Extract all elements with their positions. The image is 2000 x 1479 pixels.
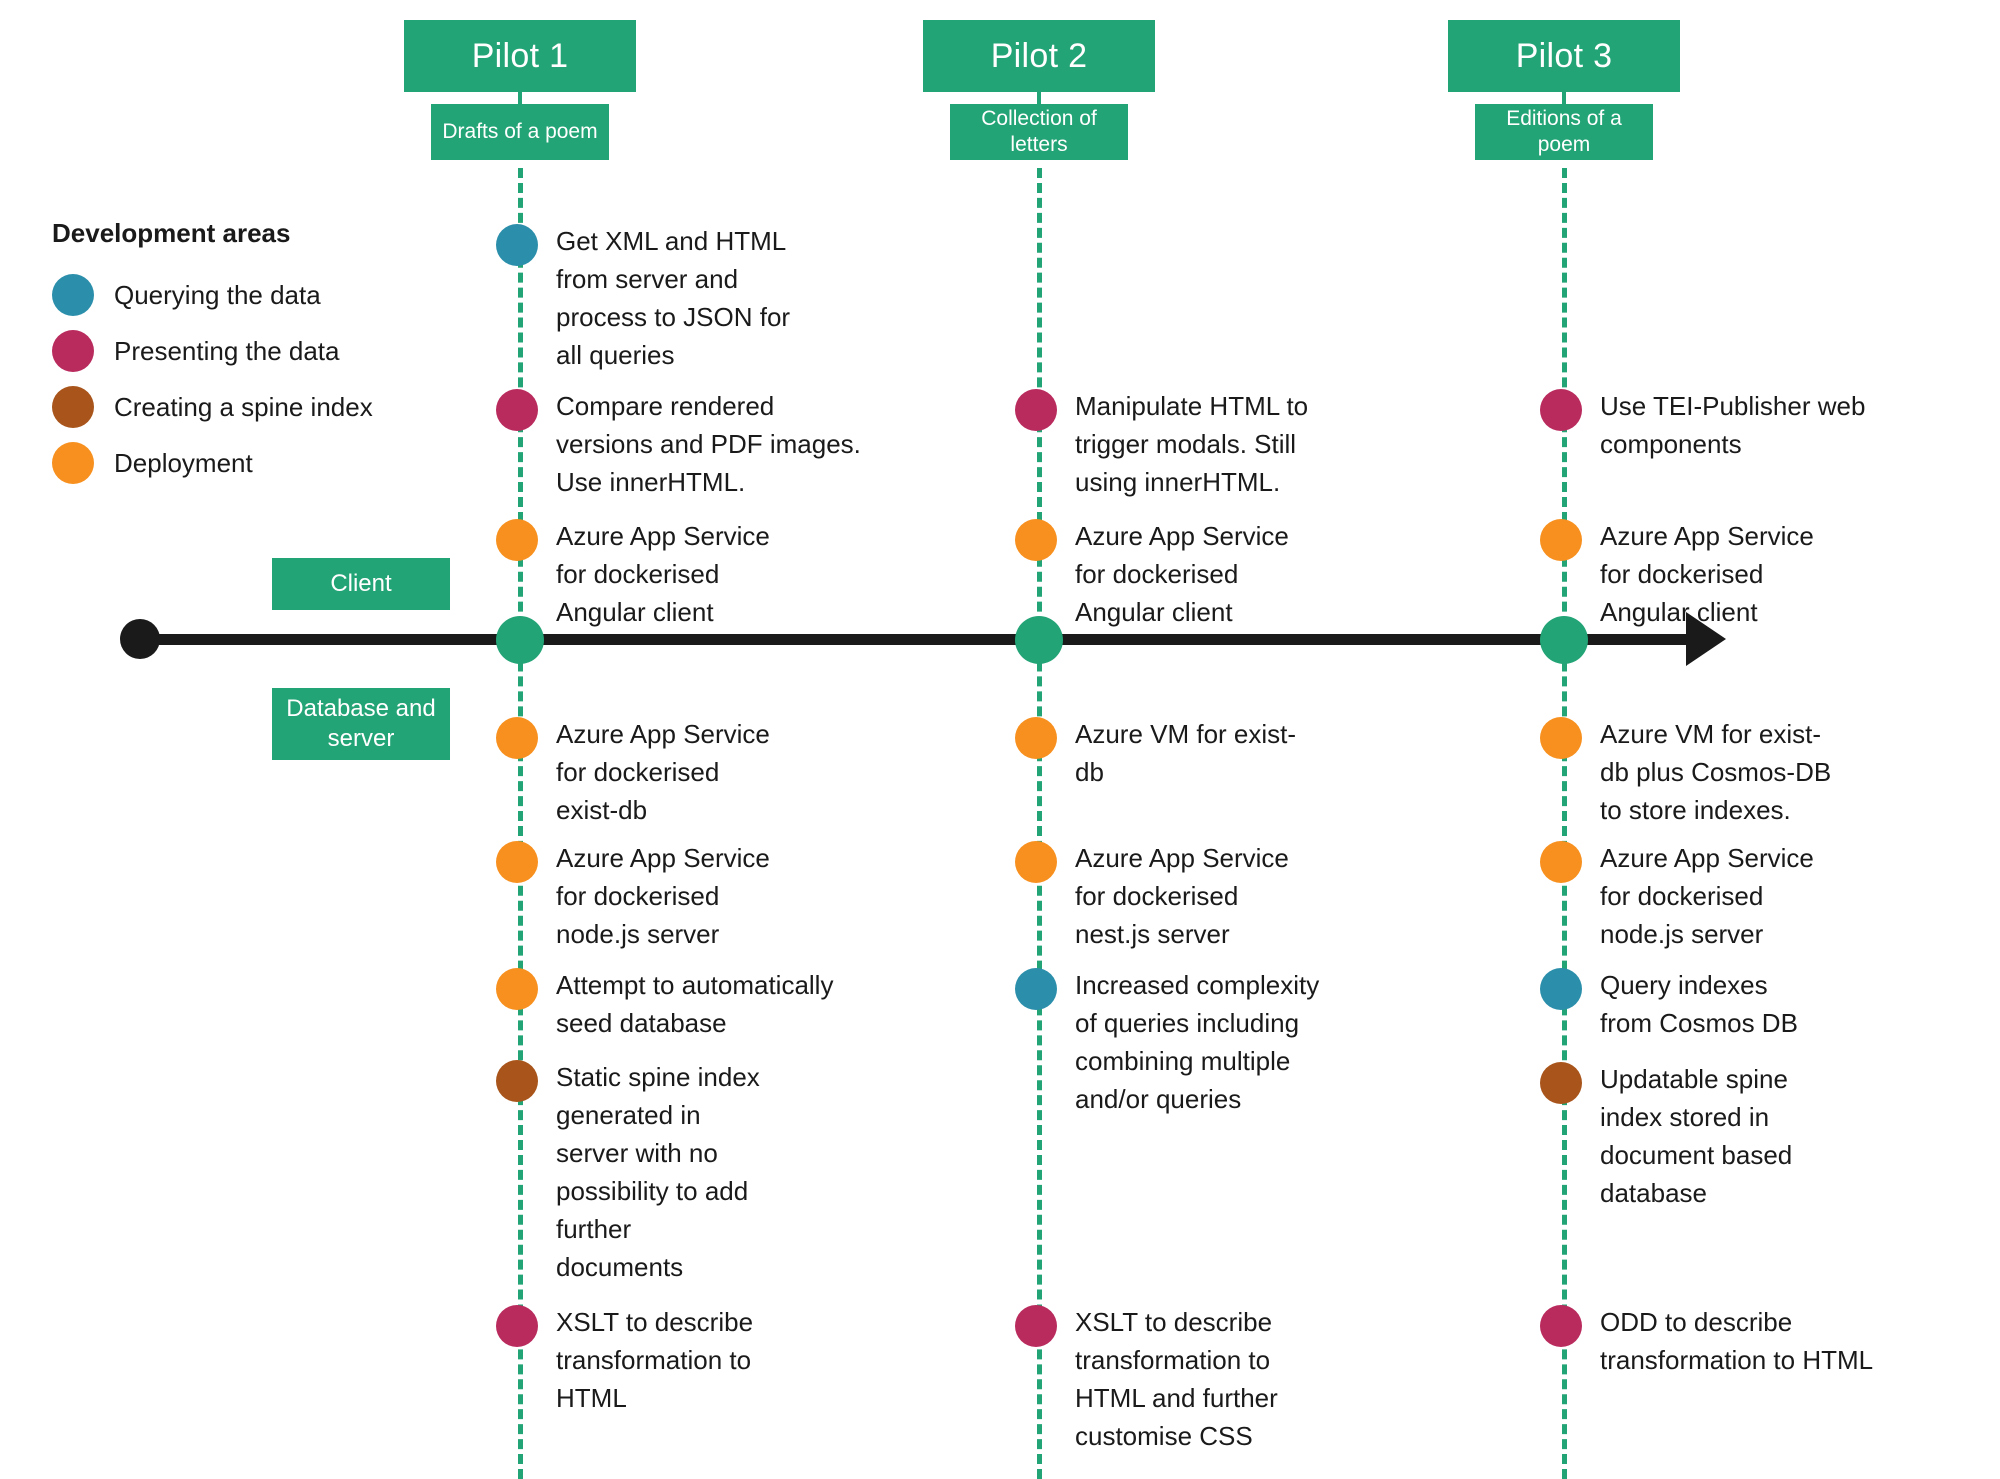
- pilot-2-subtitle: Collection of letters: [950, 104, 1128, 160]
- event-text: Azure App Service for dockerised Angular…: [1075, 521, 1289, 627]
- event-dot-deployment-icon: [496, 841, 538, 883]
- timeline-node-pilot-2: [1015, 616, 1063, 664]
- event-dot-deployment-icon: [1015, 717, 1057, 759]
- event-p1-below-5: XSLT to describe transformation to HTML: [496, 1303, 826, 1417]
- legend-item-deployment: Deployment: [52, 435, 472, 491]
- event-p2-below-1: Azure VM for exist- db: [1015, 715, 1345, 791]
- event-p1-below-3: Attempt to automatically seed database: [496, 966, 866, 1042]
- event-p2-above-1: Manipulate HTML to trigger modals. Still…: [1015, 387, 1345, 501]
- event-p1-above-1: Get XML and HTML from server and process…: [496, 222, 826, 374]
- event-text: Static spine index generated in server w…: [556, 1062, 760, 1282]
- event-p2-above-2: Azure App Service for dockerised Angular…: [1015, 517, 1345, 631]
- event-dot-deployment-icon: [496, 519, 538, 561]
- legend-label-spine-index: Creating a spine index: [114, 391, 373, 422]
- legend-item-querying: Querying the data: [52, 267, 472, 323]
- event-text: Use TEI-Publisher web components: [1600, 391, 1866, 459]
- legend-label-deployment: Deployment: [114, 447, 253, 478]
- pilot-2-title: Pilot 2: [923, 20, 1155, 92]
- event-dot-deployment-icon: [1540, 841, 1582, 883]
- event-text: Azure App Service for dockerised nest.js…: [1075, 843, 1289, 949]
- event-dot-spine-index-icon: [1540, 1062, 1582, 1104]
- event-p2-below-2: Azure App Service for dockerised nest.js…: [1015, 839, 1345, 953]
- event-dot-deployment-icon: [1015, 519, 1057, 561]
- event-p3-below-5: ODD to describe transformation to HTML: [1540, 1303, 1880, 1379]
- legend-label-presenting: Presenting the data: [114, 335, 340, 366]
- event-dot-querying-icon: [496, 224, 538, 266]
- event-dot-querying-icon: [1540, 968, 1582, 1010]
- event-text: Azure VM for exist- db plus Cosmos-DB to…: [1600, 719, 1832, 825]
- timeline-arrow-icon: [1686, 612, 1726, 666]
- pilot-2-dashed-line: [1037, 168, 1042, 1479]
- event-dot-deployment-icon: [496, 717, 538, 759]
- event-text: ODD to describe transformation to HTML: [1600, 1307, 1874, 1375]
- event-dot-deployment-icon: [496, 968, 538, 1010]
- event-dot-presenting-icon: [1540, 1305, 1582, 1347]
- side-label-client: Client: [272, 558, 450, 610]
- legend-dot-spine-index-icon: [52, 386, 94, 428]
- event-p3-above-1: Use TEI-Publisher web components: [1540, 387, 1880, 463]
- legend-item-spine-index: Creating a spine index: [52, 379, 472, 435]
- pilot-1-dashed-line: [518, 168, 523, 1479]
- event-p1-above-3: Azure App Service for dockerised Angular…: [496, 517, 826, 631]
- legend-dot-querying-icon: [52, 274, 94, 316]
- pilot-3-subtitle: Editions of a poem: [1475, 104, 1653, 160]
- event-dot-presenting-icon: [1015, 1305, 1057, 1347]
- pilot-1-title: Pilot 1: [404, 20, 636, 92]
- pilot-1-connector: [518, 92, 522, 104]
- event-dot-deployment-icon: [1540, 519, 1582, 561]
- event-text: Query indexes from Cosmos DB: [1600, 970, 1798, 1038]
- event-p3-below-2: Azure App Service for dockerised node.js…: [1540, 839, 1870, 953]
- event-p2-below-3: Increased complexity of queries includin…: [1015, 966, 1355, 1118]
- event-text: XSLT to describe transformation to HTML: [556, 1307, 754, 1413]
- timeline-node-pilot-1: [496, 616, 544, 664]
- event-p3-below-1: Azure VM for exist- db plus Cosmos-DB to…: [1540, 715, 1880, 829]
- event-text: Azure VM for exist- db: [1075, 719, 1297, 787]
- pilot-3-connector: [1562, 92, 1566, 104]
- event-p3-below-4: Updatable spine index stored in document…: [1540, 1060, 1870, 1212]
- event-dot-presenting-icon: [496, 389, 538, 431]
- legend-dot-presenting-icon: [52, 330, 94, 372]
- legend: Development areas Querying the data Pres…: [52, 218, 472, 491]
- event-p1-above-2: Compare rendered versions and PDF images…: [496, 387, 866, 501]
- event-p3-below-3: Query indexes from Cosmos DB: [1540, 966, 1870, 1042]
- event-text: Get XML and HTML from server and process…: [556, 226, 791, 370]
- timeline-axis-line: [132, 634, 1694, 645]
- event-dot-deployment-icon: [1015, 841, 1057, 883]
- event-p1-below-2: Azure App Service for dockerised node.js…: [496, 839, 826, 953]
- event-dot-querying-icon: [1015, 968, 1057, 1010]
- event-dot-presenting-icon: [1540, 389, 1582, 431]
- event-text: XSLT to describe transformation to HTML …: [1075, 1307, 1278, 1451]
- event-dot-presenting-icon: [496, 1305, 538, 1347]
- legend-title: Development areas: [52, 218, 291, 248]
- pilot-2-connector: [1037, 92, 1041, 104]
- pilot-3-title: Pilot 3: [1448, 20, 1680, 92]
- pilot-3-dashed-line: [1562, 168, 1567, 1479]
- event-text: Increased complexity of queries includin…: [1075, 970, 1320, 1114]
- event-text: Attempt to automatically seed database: [556, 970, 834, 1038]
- event-text: Azure App Service for dockerised node.js…: [556, 843, 770, 949]
- event-p1-below-1: Azure App Service for dockerised exist-d…: [496, 715, 826, 829]
- event-text: Compare rendered versions and PDF images…: [556, 391, 861, 497]
- event-text: Azure App Service for dockerised node.js…: [1600, 843, 1814, 949]
- event-p3-above-2: Azure App Service for dockerised Angular…: [1540, 517, 1870, 631]
- event-dot-deployment-icon: [1540, 717, 1582, 759]
- event-dot-spine-index-icon: [496, 1060, 538, 1102]
- event-p1-below-4: Static spine index generated in server w…: [496, 1058, 826, 1286]
- side-label-database-and-server: Database and server: [272, 688, 450, 760]
- event-text: Azure App Service for dockerised Angular…: [1600, 521, 1814, 627]
- pilot-1-subtitle: Drafts of a poem: [431, 104, 609, 160]
- legend-item-presenting: Presenting the data: [52, 323, 472, 379]
- legend-dot-deployment-icon: [52, 442, 94, 484]
- event-text: Azure App Service for dockerised Angular…: [556, 521, 770, 627]
- event-p2-below-4: XSLT to describe transformation to HTML …: [1015, 1303, 1345, 1455]
- event-text: Updatable spine index stored in document…: [1600, 1064, 1793, 1208]
- event-text: Manipulate HTML to trigger modals. Still…: [1075, 391, 1309, 497]
- timeline-node-pilot-3: [1540, 616, 1588, 664]
- event-text: Azure App Service for dockerised exist-d…: [556, 719, 770, 825]
- event-dot-presenting-icon: [1015, 389, 1057, 431]
- legend-label-querying: Querying the data: [114, 279, 321, 310]
